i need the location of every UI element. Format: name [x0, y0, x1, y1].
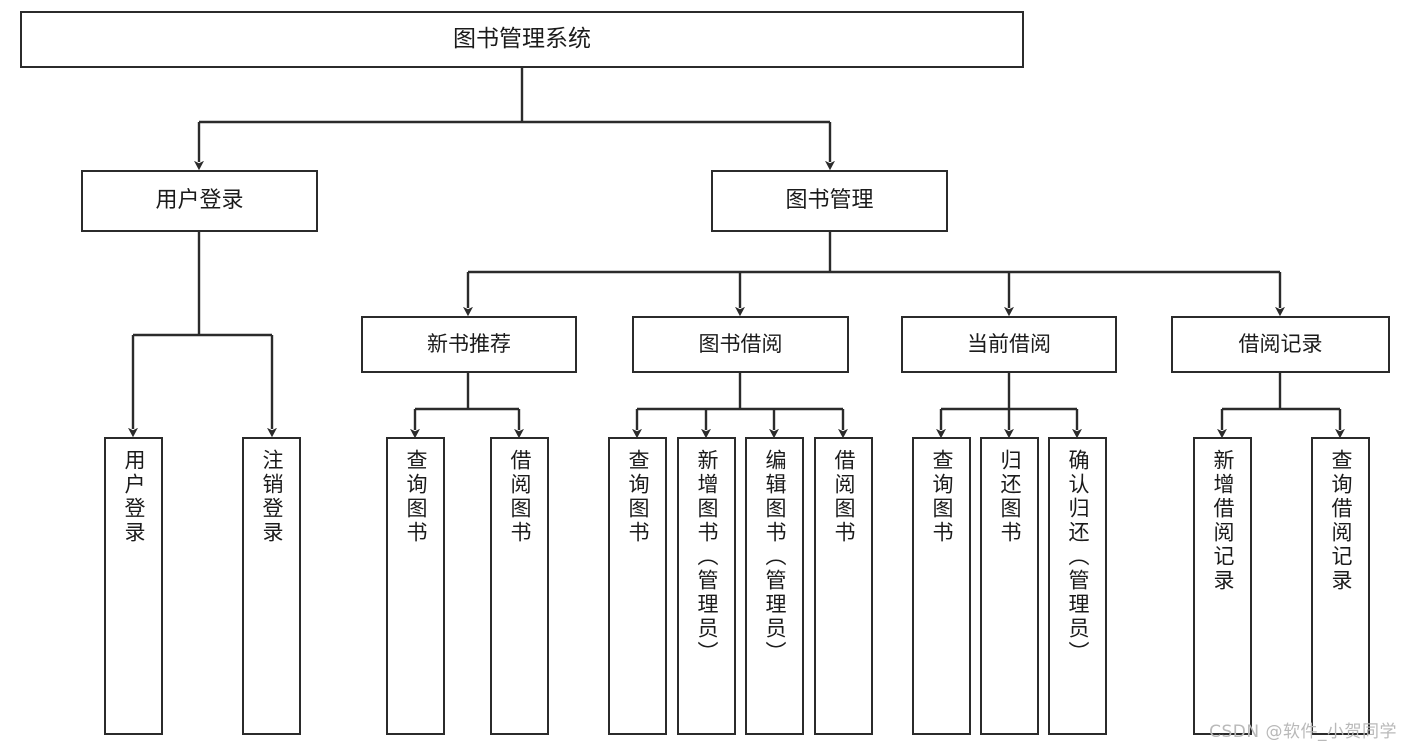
node-leaf-edit-book-label: 编辑图书（管理员） — [763, 449, 787, 665]
node-leaf-confirm-return[interactable]: 确认归还（管理员） — [1048, 437, 1107, 735]
node-leaf-borrow-book-2[interactable]: 借阅图书 — [814, 437, 873, 735]
node-root[interactable]: 图书管理系统 — [20, 11, 1024, 68]
node-book-manage[interactable]: 图书管理 — [711, 170, 948, 232]
node-leaf-return-book[interactable]: 归还图书 — [980, 437, 1039, 735]
node-root-label: 图书管理系统 — [453, 25, 591, 52]
node-leaf-add-book[interactable]: 新增图书（管理员） — [677, 437, 736, 735]
node-leaf-query-book-2-label: 查询图书 — [626, 449, 650, 545]
node-leaf-logout-label: 注销登录 — [260, 449, 284, 545]
node-leaf-add-record[interactable]: 新增借阅记录 — [1193, 437, 1252, 735]
node-leaf-user-login-label: 用户登录 — [122, 449, 146, 545]
node-book-borrow[interactable]: 图书借阅 — [632, 316, 849, 373]
node-borrow-record[interactable]: 借阅记录 — [1171, 316, 1390, 373]
csdn-watermark: CSDN @软件_小贺同学 — [1209, 722, 1397, 742]
node-current-borrow[interactable]: 当前借阅 — [901, 316, 1117, 373]
node-leaf-user-login[interactable]: 用户登录 — [104, 437, 163, 735]
node-user-login-label: 用户登录 — [155, 187, 244, 213]
node-leaf-query-book-1-label: 查询图书 — [404, 449, 428, 545]
node-book-borrow-label: 图书借阅 — [698, 331, 783, 356]
node-leaf-query-book-3-label: 查询图书 — [930, 449, 954, 545]
node-leaf-borrow-book-1[interactable]: 借阅图书 — [490, 437, 549, 735]
node-leaf-add-record-label: 新增借阅记录 — [1211, 449, 1235, 593]
node-leaf-add-book-label: 新增图书（管理员） — [695, 449, 719, 665]
node-book-manage-label: 图书管理 — [785, 187, 874, 213]
node-leaf-borrow-book-1-label: 借阅图书 — [508, 449, 532, 545]
node-leaf-logout[interactable]: 注销登录 — [242, 437, 301, 735]
node-new-book-recommend-label: 新书推荐 — [427, 331, 511, 356]
node-user-login[interactable]: 用户登录 — [81, 170, 318, 232]
node-borrow-record-label: 借阅记录 — [1238, 331, 1323, 356]
node-leaf-return-book-label: 归还图书 — [998, 449, 1022, 545]
node-leaf-query-record-label: 查询借阅记录 — [1329, 449, 1353, 593]
node-leaf-edit-book[interactable]: 编辑图书（管理员） — [745, 437, 804, 735]
node-leaf-borrow-book-2-label: 借阅图书 — [832, 449, 856, 545]
node-leaf-query-record[interactable]: 查询借阅记录 — [1311, 437, 1370, 735]
node-new-book-recommend[interactable]: 新书推荐 — [361, 316, 577, 373]
node-leaf-query-book-2[interactable]: 查询图书 — [608, 437, 667, 735]
node-leaf-query-book-1[interactable]: 查询图书 — [386, 437, 445, 735]
node-leaf-confirm-return-label: 确认归还（管理员） — [1066, 449, 1090, 665]
node-leaf-query-book-3[interactable]: 查询图书 — [912, 437, 971, 735]
node-current-borrow-label: 当前借阅 — [967, 331, 1051, 356]
